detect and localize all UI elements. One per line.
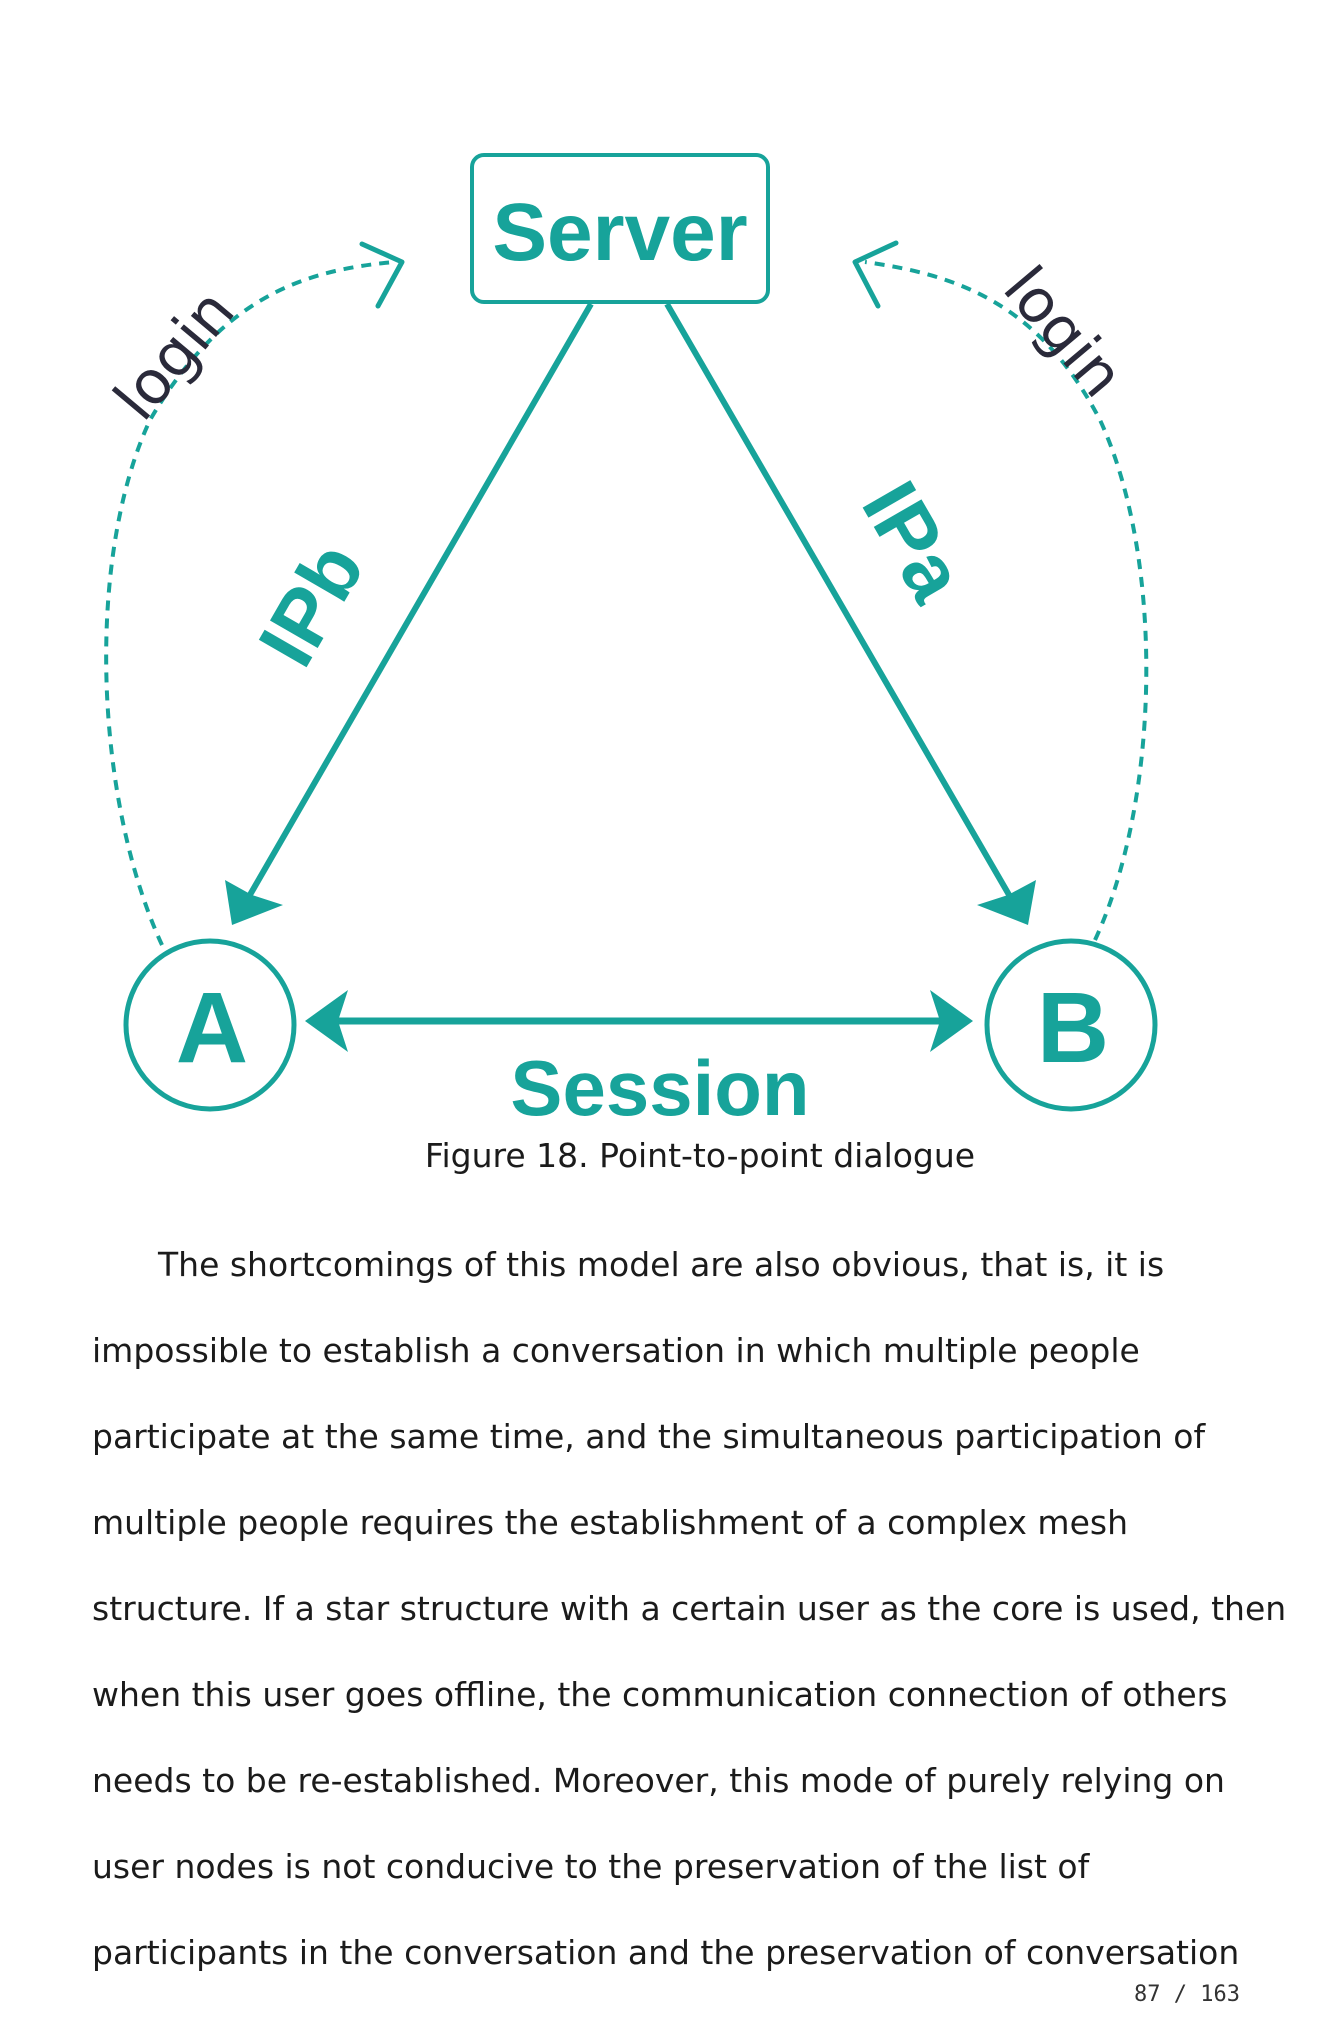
server-to-b-arrow <box>664 302 1036 925</box>
body-line: structure. If a star structure with a ce… <box>92 1589 1287 1628</box>
node-a-label: A <box>176 972 248 1084</box>
server-box <box>470 153 770 304</box>
session-arrowhead-right <box>930 990 973 1052</box>
page-number: 87 / 163 <box>1134 1982 1240 2007</box>
node-a-circle <box>123 938 297 1112</box>
server-to-a-arrow <box>225 302 594 925</box>
body-line: participate at the same time, and the si… <box>92 1417 1206 1456</box>
login-left-arrowhead <box>359 241 405 309</box>
node-b-circle <box>984 938 1158 1112</box>
session-arrow <box>305 990 973 1052</box>
session-arrowhead-left <box>305 990 348 1052</box>
body-line: when this user goes offline, the communi… <box>92 1675 1228 1714</box>
body-line: needs to be re-established. Moreover, th… <box>92 1761 1225 1800</box>
node-b: B <box>984 938 1158 1112</box>
login-left-label: login <box>101 277 249 434</box>
arrowhead-b <box>977 880 1036 925</box>
login-right-label: login <box>990 254 1138 411</box>
login-left-arrow <box>104 241 405 946</box>
body-line: The shortcomings of this model are also … <box>158 1245 1165 1284</box>
body-line: impossible to establish a conversation i… <box>92 1331 1140 1370</box>
body-line: user nodes is not conducive to the prese… <box>92 1847 1090 1886</box>
session-label: Session <box>510 1044 809 1132</box>
body-paragraph: The shortcomings of this model are also … <box>92 1222 1287 1996</box>
body-line: participants in the conversation and the… <box>92 1933 1240 1972</box>
server-label: Server <box>492 187 747 278</box>
body-line: multiple people requires the establishme… <box>92 1503 1128 1542</box>
login-right-arrow <box>852 240 1149 941</box>
login-right-arrowhead <box>852 240 899 309</box>
server-node: Server <box>470 153 770 304</box>
node-a: A <box>123 938 297 1112</box>
point-to-point-diagram: Server A B Session IPb IPa log <box>101 153 1158 1132</box>
ipa-label: IPa <box>845 467 982 616</box>
ipb-label: IPb <box>242 528 381 680</box>
arrowhead-a <box>225 880 283 925</box>
figure-caption: Figure 18. Point-to-point dialogue <box>424 1136 976 1175</box>
node-b-label: B <box>1037 972 1109 1084</box>
